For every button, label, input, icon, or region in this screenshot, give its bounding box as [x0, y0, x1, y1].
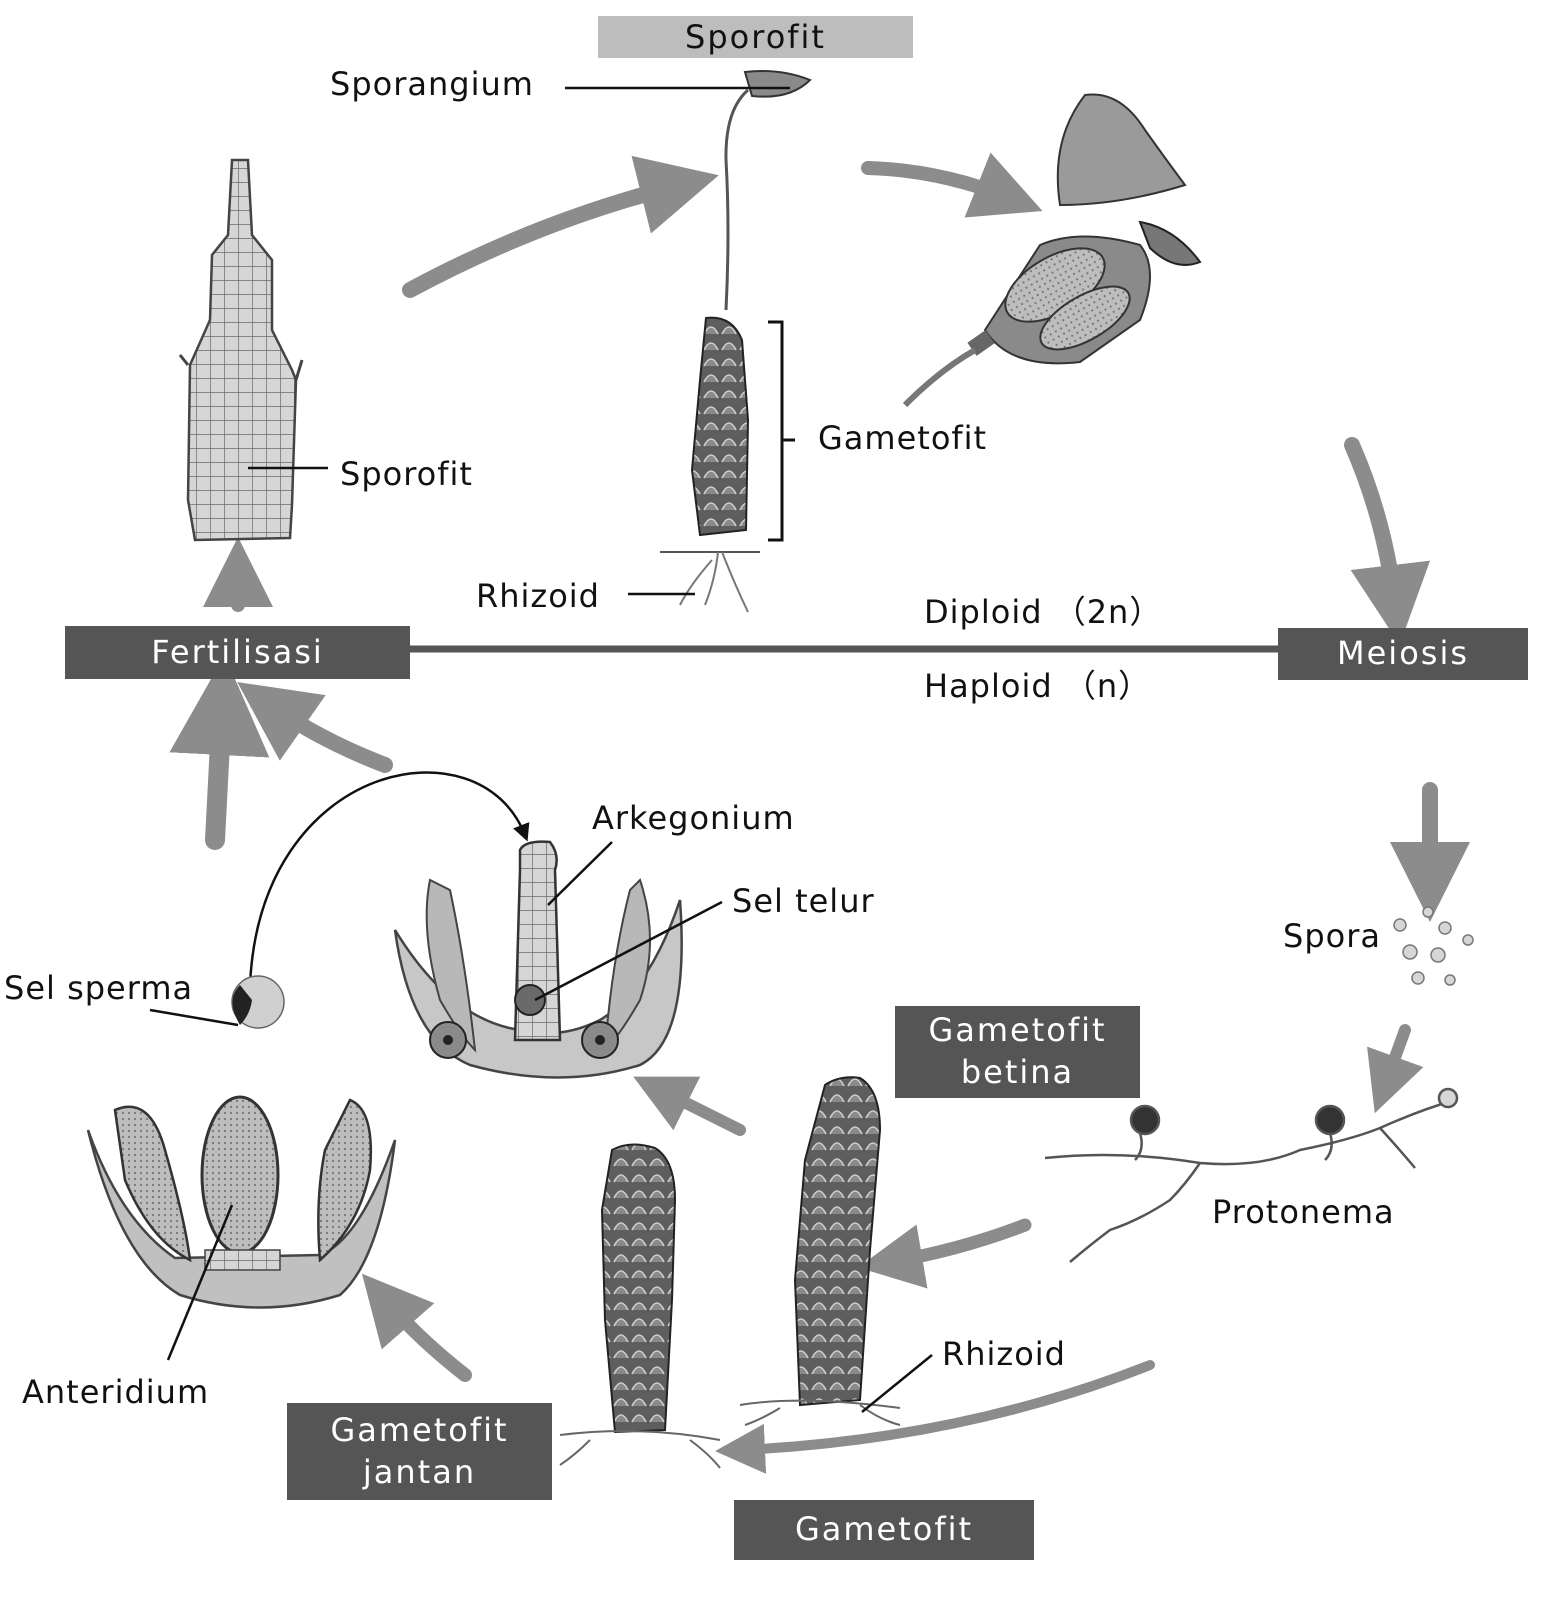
arrow-sporophyte-to-mature [402, 155, 719, 298]
sporophyte-title-box: Sporofit [598, 16, 913, 58]
arrow-spores-to-protonema [1367, 1024, 1424, 1114]
arrow-capsule-to-meiosis [1344, 437, 1431, 645]
haploid-label: Haploid （n） [924, 667, 1152, 705]
egg-cell-label: Sel telur [732, 882, 875, 920]
arrow-archegonium-to-fertilization [237, 682, 393, 773]
young-sporophyte-illustration [178, 158, 304, 542]
gametophyte-label: Gametofit [794, 1510, 974, 1549]
sperm-cell-illustration [231, 975, 285, 1029]
arrow-protonema-to-female [857, 1218, 1032, 1289]
arrow-protonema-to-male [715, 1360, 1155, 1474]
spore-label: Spora [1283, 917, 1381, 955]
rhizoid-bottom-leader [861, 1354, 933, 1413]
arrow-male-to-antheridium [361, 1273, 472, 1382]
gametophyte-box: Gametofit [734, 1500, 1034, 1560]
male-gametophyte-line1: Gametofit [330, 1410, 509, 1449]
meiosis-label: Meiosis [1337, 634, 1469, 673]
mature-moss-illustration [660, 70, 812, 613]
male-gametophyte-illustration [559, 1143, 721, 1469]
female-gametophyte-line1: Gametofit [928, 1011, 1107, 1050]
protonema-label: Protonema [1212, 1193, 1395, 1231]
spores-illustration [1393, 906, 1474, 986]
capsule-illustration [902, 93, 1202, 408]
protonema-illustration [1044, 1087, 1459, 1263]
sperm-travel-arrow [248, 771, 530, 986]
male-gametophyte-box: Gametofit jantan [287, 1403, 552, 1500]
young-sporophyte-label: Sporofit [340, 455, 473, 493]
antheridium-leader [166, 1204, 234, 1361]
archegonium-leader [547, 841, 613, 906]
sperm-cell-leader [149, 1008, 239, 1027]
egg-cell-leader [534, 900, 723, 1002]
diploid-label: Diploid （2n） [924, 593, 1163, 631]
archegonium-label: Arkegonium [592, 799, 795, 837]
fertilization-box: Fertilisasi [65, 626, 410, 679]
antheridium-label: Anteridium [22, 1373, 210, 1411]
sporangium-label: Sporangium [330, 65, 534, 103]
antheridium-illustration [86, 1095, 397, 1309]
mature-gametophyte-label: Gametofit [818, 419, 988, 457]
female-gametophyte-box: Gametofit betina [895, 1006, 1140, 1098]
rhizoid-top-label: Rhizoid [476, 577, 600, 615]
arrow-sperm-to-fertilization [169, 655, 270, 850]
label-leader-lines [149, 86, 933, 1413]
female-gametophyte-line2: betina [960, 1053, 1075, 1091]
rhizoid-bottom-label: Rhizoid [942, 1335, 1066, 1373]
arrow-female-to-archegonium [633, 1076, 746, 1136]
archegonium-illustration [393, 840, 683, 1079]
gametophyte-bracket [768, 320, 795, 542]
female-gametophyte-illustration [739, 1076, 901, 1426]
sporophyte-title: Sporofit [685, 18, 826, 56]
sperm-cell-label: Sel sperma [4, 969, 194, 1007]
arrow-mature-to-capsule [861, 152, 1043, 218]
fertilization-label: Fertilisasi [151, 632, 324, 671]
cycle-arrows [169, 152, 1470, 1474]
male-gametophyte-line2: jantan [362, 1452, 477, 1491]
meiosis-box: Meiosis [1278, 628, 1528, 680]
